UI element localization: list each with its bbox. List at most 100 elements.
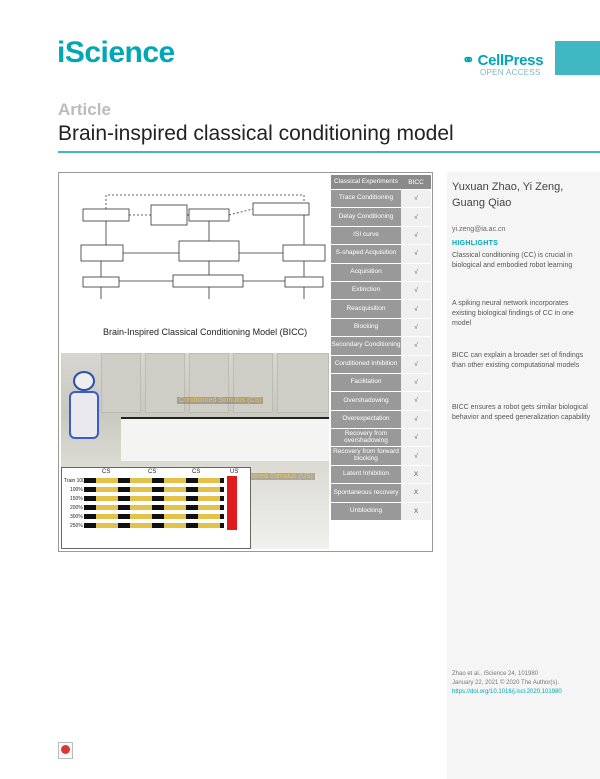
graphical-abstract: Brain-Inspired Classical Conditioning Mo… xyxy=(58,172,433,552)
article-type: Article xyxy=(58,100,111,119)
experiment-name: Latent Inhibition xyxy=(331,465,401,484)
article-sidebar: Yuxuan Zhao, Yi Zeng, Guang Qiao yi.zeng… xyxy=(447,172,600,779)
experiment-name: Blocking xyxy=(331,318,401,337)
doi-link[interactable]: https://doi.org/10.1016/j.isci.2020.1019… xyxy=(452,689,562,695)
highlights-heading: HIGHLIGHTS xyxy=(452,240,499,247)
experiment-result: √ xyxy=(401,208,431,226)
timeline-bar xyxy=(84,514,224,519)
diagram-box xyxy=(150,204,188,226)
cellpress-icon: ⚭ xyxy=(462,52,475,69)
wall-panel xyxy=(189,353,229,413)
publisher-name: CellPress xyxy=(477,51,544,69)
timeline-bar xyxy=(84,487,224,492)
diagram-box xyxy=(178,240,240,262)
experiment-name: Overexpectation xyxy=(331,410,401,429)
table-row: Conditioned Inhibition√ xyxy=(331,354,431,373)
journal-name: iScience xyxy=(57,36,175,69)
table-row: S-shaped Acquisition√ xyxy=(331,244,431,263)
experiment-result: √ xyxy=(401,447,431,465)
table-row: Delay Conditioning√ xyxy=(331,207,431,226)
us-label: Unconditioned Stimulus (US) xyxy=(221,473,315,480)
speed-generalization-timeline: CS CS CS US Train 100% 100% 150% 200% 30… xyxy=(61,467,251,549)
experiment-result: √ xyxy=(401,373,431,392)
table-row: Secondary Conditioning√ xyxy=(331,336,431,355)
header-accent-bar xyxy=(555,41,600,75)
timeline-row-label: 200% xyxy=(70,505,83,511)
diagram-box xyxy=(252,202,310,216)
table-row: Overexpectation√ xyxy=(331,409,431,429)
experiment-result: √ xyxy=(401,410,431,429)
diagram-box xyxy=(188,208,230,222)
timeline-header: CS xyxy=(148,469,157,475)
experiment-name: Reacquisition xyxy=(331,300,401,318)
timeline-row-label: Train 100% xyxy=(64,478,90,484)
timeline-header: US xyxy=(230,469,239,475)
experiment-result: √ xyxy=(401,245,431,263)
experiment-name: Recovery from forward blocking xyxy=(331,447,401,465)
experiment-result: √ xyxy=(401,337,431,355)
experiment-result: X xyxy=(401,465,431,484)
wall-panel xyxy=(277,353,329,413)
experiment-result: √ xyxy=(401,300,431,318)
open-access-label: OPEN ACCESS xyxy=(480,68,541,77)
experiment-name: S-shaped Acquisition xyxy=(331,245,401,263)
table-row: Trace Conditioning√ xyxy=(331,189,431,208)
experiment-name: Secondary Conditioning xyxy=(331,337,401,355)
wall-panel xyxy=(233,353,273,413)
table-row: Reacquisition√ xyxy=(331,299,431,318)
highlight-item: A spiking neural network incorporates ex… xyxy=(452,300,574,328)
robot-body-icon xyxy=(69,391,99,439)
experiment-name: Acquisition xyxy=(331,263,401,281)
experiment-result: √ xyxy=(401,355,431,373)
wall-panel xyxy=(145,353,185,413)
publisher-logo[interactable]: ⚭ CellPress xyxy=(462,51,544,70)
table-header-experiments: Classical Experiments xyxy=(331,175,401,189)
experiment-name: ISI curve xyxy=(331,226,401,245)
timeline-bar xyxy=(84,496,224,501)
experiment-result: X xyxy=(401,502,431,521)
table-header-bicc: BICC xyxy=(401,175,431,189)
correspondence-email[interactable]: yi.zeng@ia.ac.cn xyxy=(452,226,506,233)
experiment-name: Extinction xyxy=(331,281,401,300)
timeline-row-label: 150% xyxy=(70,496,83,502)
timeline-row-label: 300% xyxy=(70,514,83,520)
timeline-bar xyxy=(84,523,224,528)
badge-dot-icon xyxy=(61,745,70,754)
experiment-result: √ xyxy=(401,263,431,281)
wall-panel xyxy=(101,353,141,413)
experiment-name: Overshadowing xyxy=(331,392,401,410)
experiment-name: Conditioned Inhibition xyxy=(331,355,401,373)
experiment-result: √ xyxy=(401,226,431,245)
timeline-bar xyxy=(84,478,224,483)
table-row: Overshadowing√ xyxy=(331,391,431,410)
diagram-box xyxy=(284,276,324,288)
experiment-result: √ xyxy=(401,429,431,447)
table-row: Facilitation√ xyxy=(331,372,431,392)
bicc-diagram: Brain-Inspired Classical Conditioning Mo… xyxy=(61,175,331,351)
robot-head-icon xyxy=(73,371,95,391)
timeline-header: CS xyxy=(192,469,201,475)
highlight-item: BICC can explain a broader set of findin… xyxy=(452,352,584,370)
citation-text: Zhao et al., iScience 24, 101980 xyxy=(452,671,539,677)
table-row: ISI curve√ xyxy=(331,225,431,245)
highlight-item: BICC ensures a robot gets similar biolog… xyxy=(452,404,591,422)
table-header: Classical Experiments BICC xyxy=(331,175,431,189)
bicc-diagram-svg xyxy=(80,194,326,299)
diagram-title: Brain-Inspired Classical Conditioning Mo… xyxy=(103,327,308,337)
cs-label: Conditioned Stimulus (CS) xyxy=(177,397,264,404)
table-row: Recovery from overshadowing√ xyxy=(331,428,431,447)
timeline-header: CS xyxy=(102,469,111,475)
author-list[interactable]: Yuxuan Zhao, Yi Zeng, Guang Qiao xyxy=(452,181,564,209)
timeline-row-label: 250% xyxy=(70,523,83,529)
diagram-box xyxy=(82,208,130,222)
experiment-name: Trace Conditioning xyxy=(331,190,401,208)
table-row: Extinction√ xyxy=(331,280,431,300)
experiment-result: √ xyxy=(401,190,431,208)
table-row: Acquisition√ xyxy=(331,262,431,281)
check-for-updates-icon[interactable] xyxy=(58,742,73,759)
timeline-row-label: 100% xyxy=(70,487,83,493)
diagram-box xyxy=(282,244,326,262)
experiment-name: Unblocking xyxy=(331,502,401,521)
